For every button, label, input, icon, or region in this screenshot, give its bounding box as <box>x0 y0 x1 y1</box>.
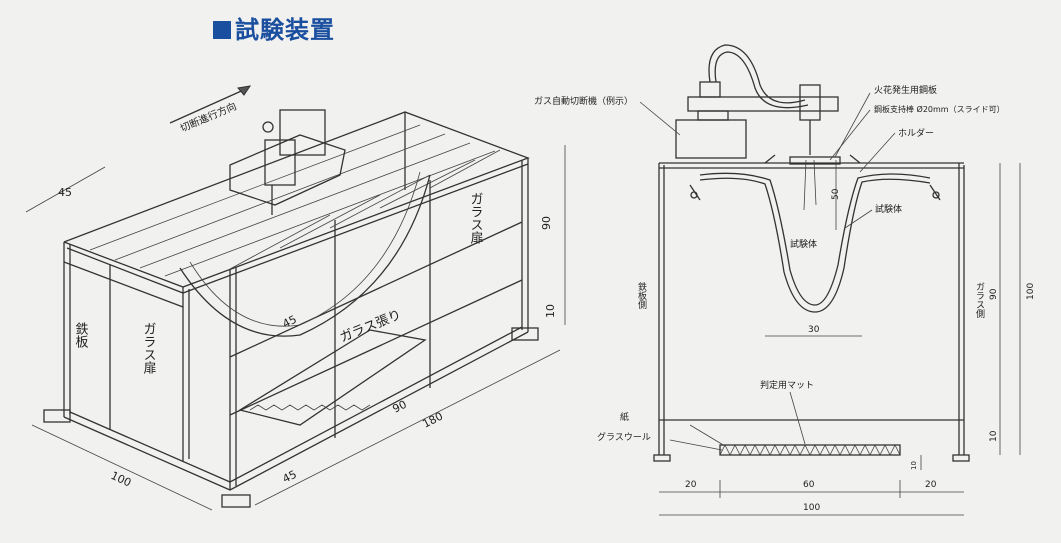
label-paper: 紙 <box>620 411 629 423</box>
dim-180-length: 180 <box>420 410 445 431</box>
right-labels: ガス自動切断機（例示） 火花発生用鋼板 鋼板支持棒 Ø20mm（スライド可） ホ… <box>534 84 1036 513</box>
label-glass-door-front: ガラス扉 <box>141 322 157 374</box>
gas-cutter-machine <box>229 109 346 215</box>
page-title: 試験装置 <box>213 10 335 45</box>
dim-30: 30 <box>808 325 820 335</box>
section-frame <box>653 162 970 462</box>
dim-10: 10 <box>989 430 999 442</box>
dim-small: 10 <box>910 461 918 470</box>
right-dimensions <box>659 160 1021 516</box>
dim-90-bottom: 90 <box>390 398 408 416</box>
section-gas-cutter <box>675 44 839 211</box>
label-support-rod: 鋼板支持棒 Ø20mm（スライド可） <box>874 104 1005 114</box>
dim-45-top: 45 <box>58 186 72 199</box>
label-specimen-center: 試験体 <box>790 238 817 250</box>
section-specimen <box>689 154 941 313</box>
direction-label: 切断進行方向 <box>178 99 238 134</box>
dim-45-inner: 45 <box>280 313 298 331</box>
label-iron-plate: 鉄板 <box>73 322 89 349</box>
page-title-text: 試験装置 <box>235 16 335 44</box>
label-specimen-right: 試験体 <box>875 203 902 215</box>
dim-45-bottom: 45 <box>280 468 298 486</box>
frame <box>43 111 539 508</box>
dim-100-width: 100 <box>109 469 134 490</box>
label-gas-cutter: ガス自動切断機（例示） <box>534 95 633 107</box>
label-holder: ホルダー <box>898 127 934 139</box>
dim-20-left: 20 <box>685 480 697 490</box>
leader-lines <box>639 92 896 451</box>
dim-20-right: 20 <box>925 480 937 490</box>
dim-100-height: 100 <box>1026 283 1036 300</box>
dim-10-height: 10 <box>544 304 557 318</box>
section-mat <box>719 444 901 456</box>
label-iron-side: 鉄板側 <box>636 281 647 309</box>
dim-60: 60 <box>803 480 815 490</box>
dim-90-height: 90 <box>540 216 553 230</box>
dim-90: 90 <box>989 288 999 300</box>
cutting-direction-arrow: 切断進行方向 <box>169 85 252 135</box>
label-judge-mat: 判定用マット <box>760 379 814 391</box>
dim-50: 50 <box>831 188 841 200</box>
left-isometric-view: 切断進行方向 45 90 10 100 45 90 180 45 鉄板 ガラス扉… <box>25 85 566 511</box>
left-labels: 鉄板 ガラス扉 ガラス扉 ガラス張り <box>73 192 484 374</box>
right-section-view: ガス自動切断機（例示） 火花発生用鋼板 鋼板支持棒 Ø20mm（スライド可） ホ… <box>534 44 1036 516</box>
label-glass-door-side: ガラス扉 <box>468 192 484 244</box>
title-square-icon <box>213 21 231 39</box>
label-glass-side: ガラス側 <box>974 282 985 318</box>
label-glass-wool: グラスウール <box>597 431 651 443</box>
label-spark-plate: 火花発生用鋼板 <box>874 84 937 96</box>
dim-100-width: 100 <box>803 503 820 513</box>
